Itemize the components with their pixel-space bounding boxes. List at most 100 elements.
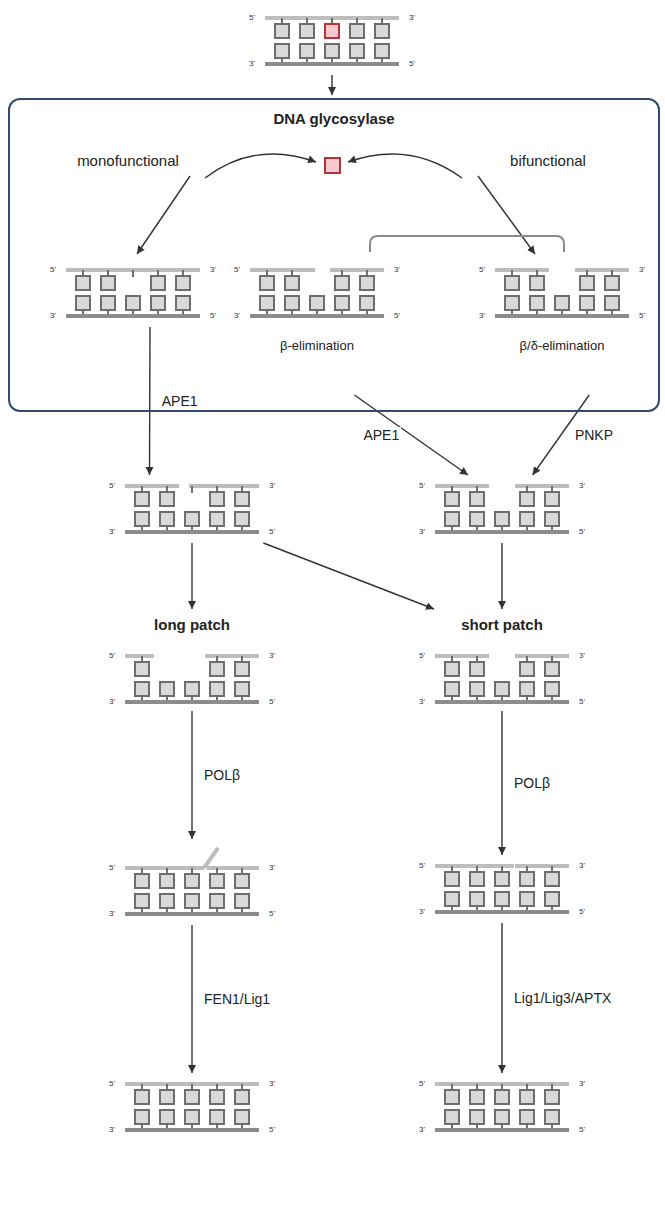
dna-node: long patch5'3'3'5' xyxy=(107,612,277,708)
pathway-heading: long patch xyxy=(87,616,297,634)
strand-end: 3' xyxy=(639,265,645,275)
strand-end: 3' xyxy=(409,13,415,23)
strand-end: 5' xyxy=(419,861,425,871)
dna-node: 5' 3' 3' 5' xyxy=(247,10,417,72)
strand-end: 3' xyxy=(269,1079,275,1089)
strand-end: 5' xyxy=(50,265,56,275)
strand-end: 5' xyxy=(639,311,645,321)
dna-node: 5'3'3'5'β/δ-elimination xyxy=(477,262,647,392)
flow-arrow xyxy=(501,543,502,609)
box-heading: DNA glycosylase xyxy=(10,110,658,128)
strand-end: 3' xyxy=(109,527,115,537)
dna-duplex xyxy=(107,648,277,704)
strand-end: 3' xyxy=(579,1079,585,1089)
strand-end: 3' xyxy=(579,481,585,491)
strand-end: 5' xyxy=(269,909,275,919)
strand-end: 5' xyxy=(269,527,275,537)
flow-arrow xyxy=(191,543,192,609)
strand-end: 3' xyxy=(419,907,425,917)
strand-end: 5' xyxy=(579,1125,585,1135)
dna-duplex xyxy=(107,860,277,916)
strand-end: 5' xyxy=(109,1079,115,1089)
strand-end: 5' xyxy=(210,311,216,321)
strand-end: 5' xyxy=(579,907,585,917)
strand-end: 3' xyxy=(109,909,115,919)
strand-end: 3' xyxy=(419,697,425,707)
flow-arrow xyxy=(149,327,151,475)
dna-node: 5' 3' 3' 5' xyxy=(48,262,218,324)
strand-end: 5' xyxy=(269,1125,275,1135)
strand-end: 3' xyxy=(210,265,216,275)
flow-arrow xyxy=(263,543,434,609)
strand-end: 3' xyxy=(419,527,425,537)
pathway-heading: short patch xyxy=(397,616,607,634)
bi-arrow xyxy=(478,176,535,254)
bracket xyxy=(370,236,564,252)
enzyme-label: APE1 xyxy=(361,427,401,444)
strand-end: 5' xyxy=(419,1079,425,1089)
dna-node: short patch5'3'3'5' xyxy=(417,612,587,708)
glycosylase-box: DNA glycosylase 5' 3' 3' 5' 5' 3' 3' 5' β-elimina… xyxy=(8,98,660,412)
mono-curve xyxy=(205,154,316,178)
strand-end: 3' xyxy=(269,651,275,661)
bi-curve xyxy=(348,154,462,178)
dna-node: 5' 3' 3' 5' xyxy=(107,842,277,922)
strand-end: 5' xyxy=(109,481,115,491)
flow-arrow xyxy=(501,711,502,855)
strand-end: 5' xyxy=(109,863,115,873)
dna-duplex xyxy=(232,262,402,318)
enzyme-label: POLβ xyxy=(512,775,552,792)
strand-end: 3' xyxy=(269,863,275,873)
strand-end: 5' xyxy=(479,265,485,275)
strand-end: 5' xyxy=(234,265,240,275)
dna-duplex xyxy=(417,858,587,914)
strand-end: 3' xyxy=(394,265,400,275)
flow-arrow xyxy=(191,711,192,839)
dna-node: 5'3'3'5'β-elimination xyxy=(232,262,402,392)
strand-end: 3' xyxy=(109,1125,115,1135)
dna-duplex xyxy=(417,1076,587,1132)
strand-end: 3' xyxy=(579,861,585,871)
strand-end: 3' xyxy=(249,59,255,69)
enzyme-label: APE1 xyxy=(160,393,200,410)
reaction-caption: β-elimination xyxy=(202,338,432,354)
strand-end: 5' xyxy=(579,527,585,537)
dna-duplex xyxy=(477,262,647,318)
dna-node: 5' 3' 3' 5' xyxy=(107,478,277,540)
dna-node: 5' 3' 3' 5' xyxy=(417,858,587,920)
enzyme-label: POLβ xyxy=(202,767,242,784)
strand-end: 3' xyxy=(50,311,56,321)
flow-arrow xyxy=(191,925,192,1073)
dna-duplex xyxy=(417,478,587,534)
strand-end: 5' xyxy=(249,13,255,23)
strand-end: 3' xyxy=(479,311,485,321)
strand-end: 5' xyxy=(269,697,275,707)
flow-arrow xyxy=(501,923,502,1073)
strand-end: 3' xyxy=(419,1125,425,1135)
flow-arrow xyxy=(331,75,332,95)
strand-end: 5' xyxy=(409,59,415,69)
dna-duplex xyxy=(107,1076,277,1132)
flow-arrow xyxy=(354,395,468,475)
dna-node: 5' 3' 3' 5' xyxy=(417,478,587,540)
strand-end: 3' xyxy=(109,697,115,707)
dna-duplex xyxy=(48,262,218,318)
strand-end: 3' xyxy=(234,311,240,321)
enzyme-label: FEN1/Lig1 xyxy=(202,991,272,1008)
glycosylase-type: monofunctional xyxy=(77,152,179,170)
reaction-caption: β/δ-elimination xyxy=(447,338,665,354)
enzyme-label: PNKP xyxy=(573,427,615,444)
strand-end: 3' xyxy=(269,481,275,491)
strand-end: 5' xyxy=(109,651,115,661)
strand-end: 3' xyxy=(579,651,585,661)
strand-end: 5' xyxy=(419,481,425,491)
strand-end: 5' xyxy=(394,311,400,321)
mono-arrow xyxy=(137,176,190,254)
excised-base xyxy=(325,158,340,173)
dna-duplex xyxy=(417,648,587,704)
strand-end: 5' xyxy=(419,651,425,661)
dna-node: 5' 3' 3' 5' xyxy=(417,1076,587,1138)
